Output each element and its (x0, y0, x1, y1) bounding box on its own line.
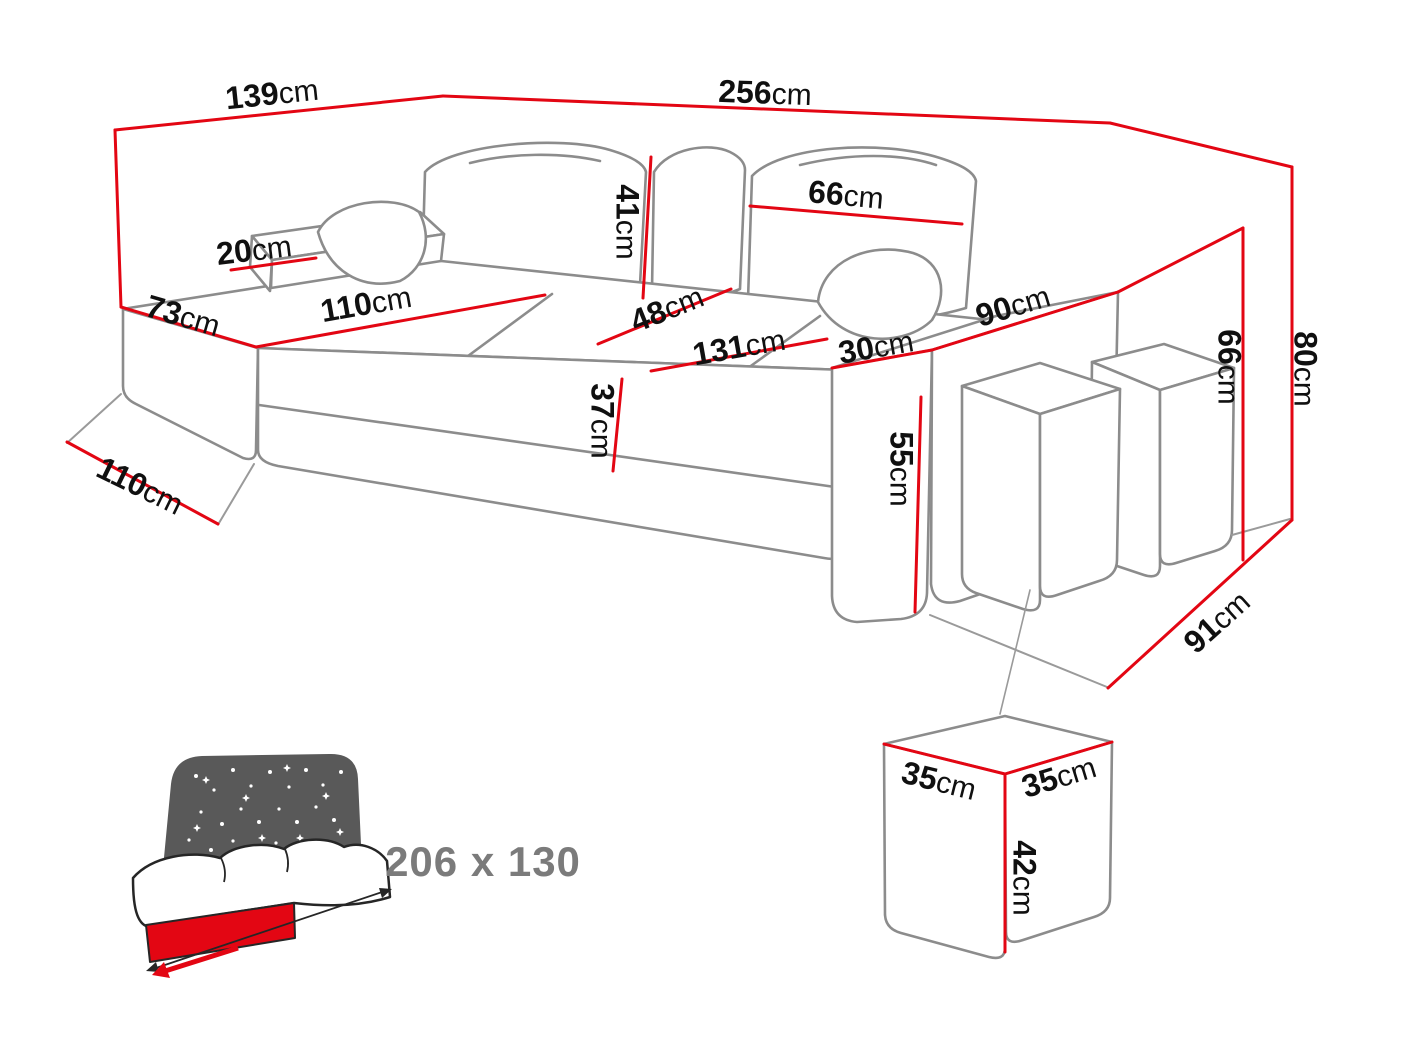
dim-line-37 (611, 377, 624, 473)
dim-unit: cm (883, 466, 917, 507)
seat-seam-right (746, 314, 822, 370)
unfold-direction-arrow (146, 888, 392, 972)
pouf-callout-line (999, 589, 1031, 715)
dim-unit: cm (871, 325, 917, 365)
chaise-front-face (121, 307, 260, 461)
pouf-far-right-face (1158, 366, 1236, 566)
dim-line-73 (119, 305, 258, 349)
dim-unit: cm (771, 77, 813, 113)
dim-value: 20 (214, 231, 254, 272)
dim-line-91 (1106, 518, 1294, 690)
dim-value: 139 (223, 74, 281, 117)
sofa-bed-icon (131, 753, 392, 978)
throw-pillow-left (316, 200, 428, 285)
dim-value: 41 (609, 184, 646, 220)
left-armrest-side (248, 234, 274, 293)
front-face-seam (257, 403, 844, 490)
sleeping-size-label: 206 x 130 (385, 838, 581, 885)
dim-unit: cm (1287, 366, 1321, 407)
dim-armrest-height: 55cm (883, 431, 920, 507)
dim-total-height: 80cm (1287, 331, 1324, 407)
dim-unit: cm (277, 73, 321, 111)
pouf-near-right-face (1038, 387, 1122, 598)
dimension-lines (65, 94, 1294, 954)
back-cushion-left-crease (468, 153, 602, 165)
dim-line-66-cushion (748, 204, 964, 226)
dim-line-20 (229, 256, 318, 272)
dim-value: 37 (584, 383, 621, 419)
dim-unit: cm (1211, 364, 1245, 405)
dim-value: 42 (1006, 840, 1043, 876)
dim-back-right-width: 256cm (717, 72, 813, 113)
dim-line-41 (641, 155, 653, 300)
dim-arm-side-height: 66cm (1211, 329, 1248, 405)
dim-unit: cm (584, 418, 618, 459)
pillow-crease-1 (220, 857, 226, 883)
dim-line-110-floor (65, 440, 220, 526)
dim-line-pouf-35-right (1003, 740, 1114, 776)
dim-line-139 (113, 94, 445, 132)
stars-pattern (187, 764, 344, 855)
dim-line-pouf-35-left (882, 742, 1007, 776)
dim-line-90 (930, 290, 1120, 352)
dim-line-back-left-drop (113, 128, 123, 309)
dim-unit: cm (609, 219, 643, 260)
dim-unit: cm (842, 179, 886, 216)
throw-pillow-right (816, 248, 943, 341)
back-cushion-middle (650, 146, 747, 301)
dim-line-30 (830, 348, 934, 370)
dim-back-cushion-width: 66cm (806, 173, 886, 216)
dim-line-256 (441, 94, 1112, 125)
dim-back-cushion-height: 41cm (609, 184, 646, 260)
dim-pouf-height: 42cm (1006, 840, 1043, 916)
pouf-near-left-face (960, 384, 1042, 612)
dim-line-80-extension (1108, 121, 1294, 169)
detail-pouf-right-face (1003, 740, 1114, 944)
dim-unit: cm (742, 323, 789, 364)
back-cushion-right-crease (798, 154, 938, 167)
dim-value: 80 (1287, 331, 1324, 367)
dim-unit: cm (1006, 875, 1040, 916)
mattress-front-panel (145, 902, 296, 963)
dim-value: 55 (883, 431, 920, 467)
dim-value: 66 (1211, 329, 1248, 365)
dim-line-66-extension (1116, 226, 1245, 294)
dim-unit: cm (249, 230, 294, 268)
dim-unit: cm (369, 280, 415, 321)
dim-seat-height: 37cm (584, 383, 621, 459)
right-armrest-front (830, 348, 934, 624)
sofa-front-face (256, 346, 847, 561)
pillow-crease-2 (284, 848, 289, 873)
sofa-line-art (66, 141, 1291, 960)
seat-seam-left (466, 292, 554, 358)
dim-line-110-chaise (254, 293, 547, 349)
dim-line-55 (913, 395, 923, 614)
dim-value: 256 (717, 72, 773, 111)
dim-line-48 (596, 287, 733, 346)
dim-line-131 (649, 337, 829, 373)
dim-value: 66 (806, 173, 846, 213)
dim-value: 30 (835, 329, 877, 371)
pullout-arrow (152, 945, 239, 978)
